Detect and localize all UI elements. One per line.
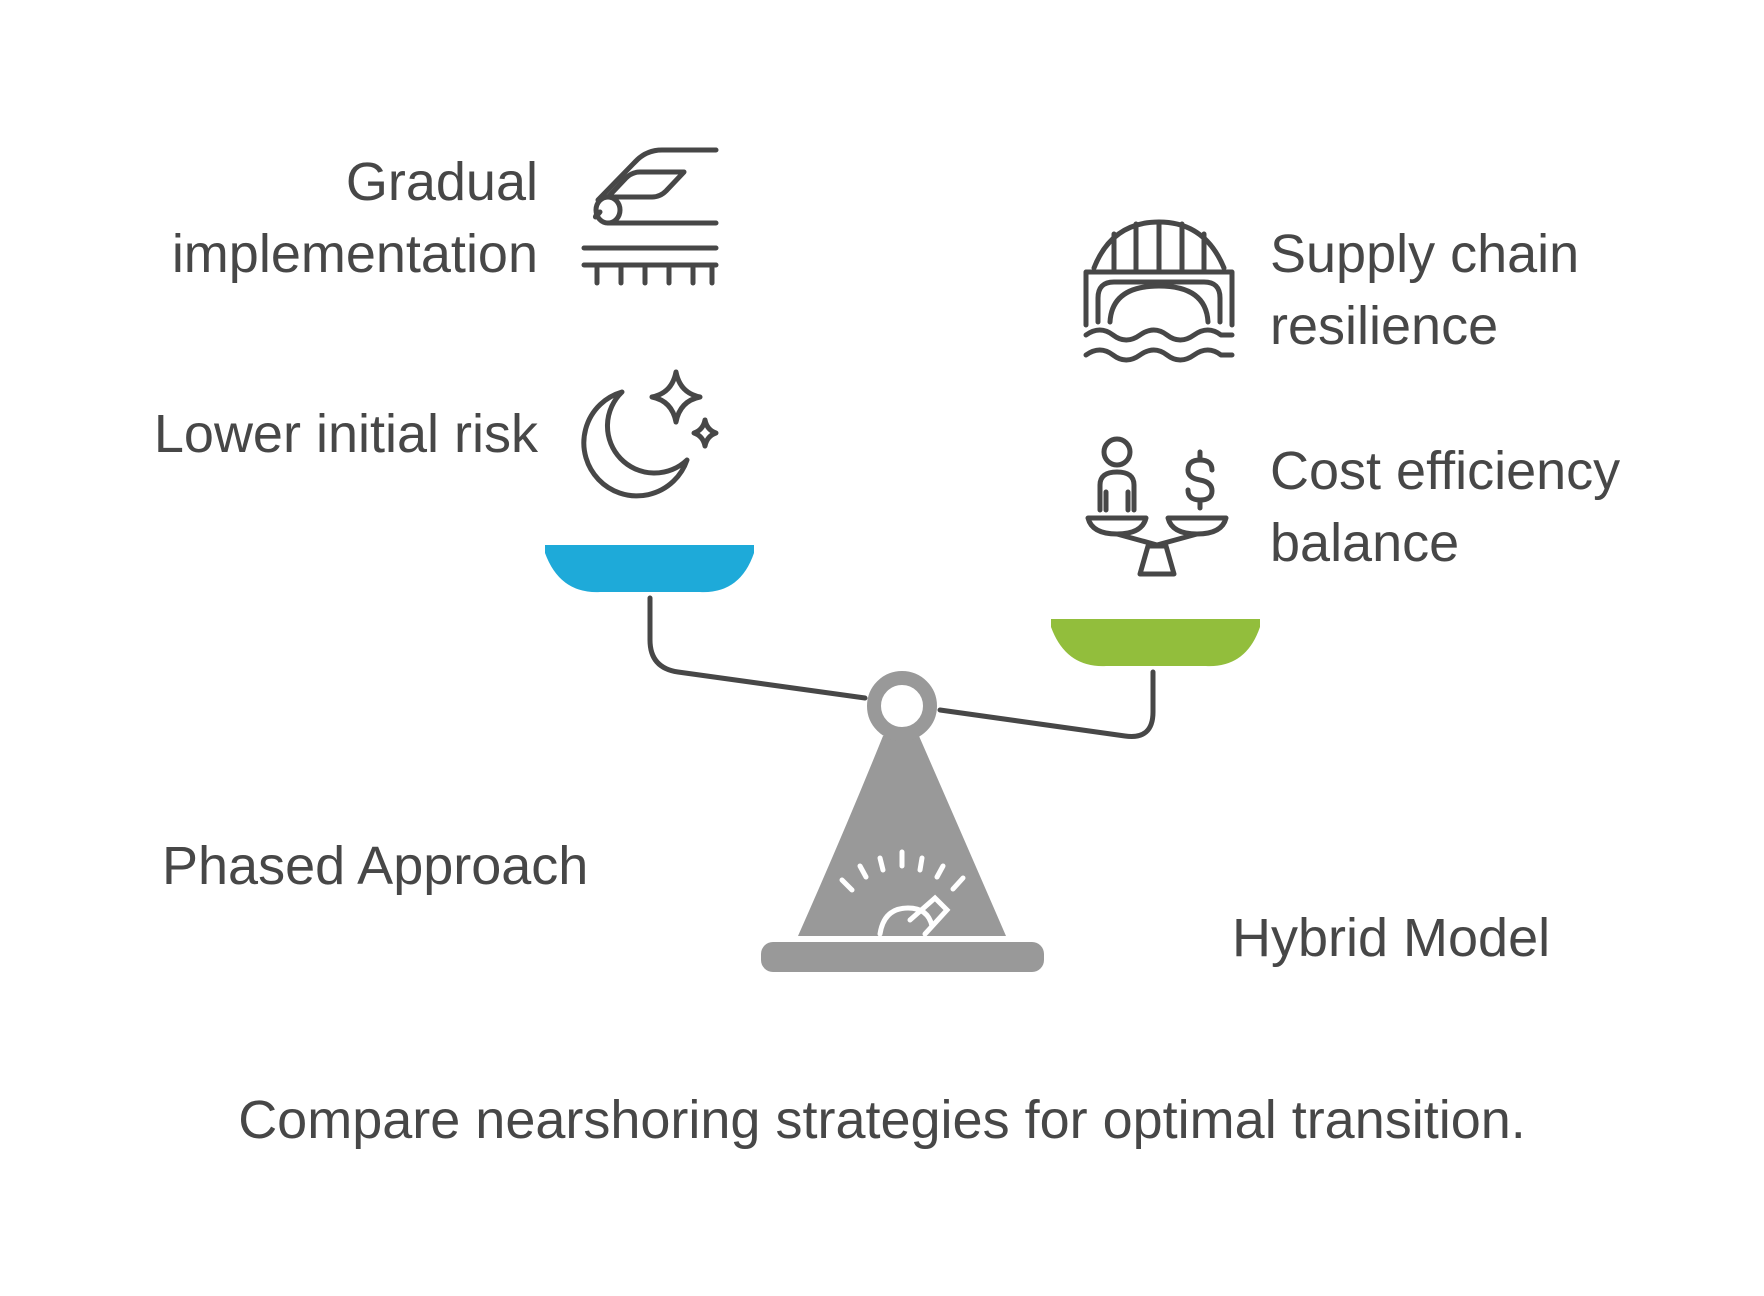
right-item-2-line-1: Cost efficiency bbox=[1270, 441, 1621, 501]
moon-stars-icon bbox=[581, 369, 719, 499]
left-item-lower-initial-risk: Lower initial risk bbox=[154, 398, 538, 470]
right-item-cost-efficiency-balance: Cost efficiency balance bbox=[1270, 435, 1620, 579]
right-item-1-line-2: resilience bbox=[1270, 296, 1499, 356]
right-title: Hybrid Model bbox=[1232, 908, 1551, 968]
right-item-2-line-2: balance bbox=[1270, 513, 1460, 573]
left-item-gradual-implementation: Gradual implementation bbox=[172, 146, 538, 290]
scale-left-arm bbox=[647, 595, 868, 701]
left-item-1-line-2: implementation bbox=[171, 224, 538, 284]
scale-pivot bbox=[867, 671, 937, 741]
left-title: Phased Approach bbox=[162, 836, 589, 896]
left-item-1-line-1: Gradual bbox=[345, 152, 538, 212]
gauge-icon bbox=[839, 849, 966, 937]
scale-right-arm bbox=[937, 669, 1156, 739]
train-icon bbox=[581, 147, 719, 286]
bridge-icon bbox=[1083, 219, 1235, 363]
left-pan bbox=[545, 545, 754, 593]
caption: Compare nearshoring strategies for optim… bbox=[238, 1090, 1526, 1150]
right-item-1-line-1: Supply chain bbox=[1270, 224, 1580, 284]
right-item-supply-chain-resilience: Supply chain resilience bbox=[1270, 218, 1579, 362]
right-pan bbox=[1051, 619, 1260, 667]
left-item-2-line-1: Lower initial risk bbox=[153, 404, 538, 464]
person-money-scale-icon bbox=[1085, 436, 1229, 577]
scale-base bbox=[761, 942, 1044, 972]
